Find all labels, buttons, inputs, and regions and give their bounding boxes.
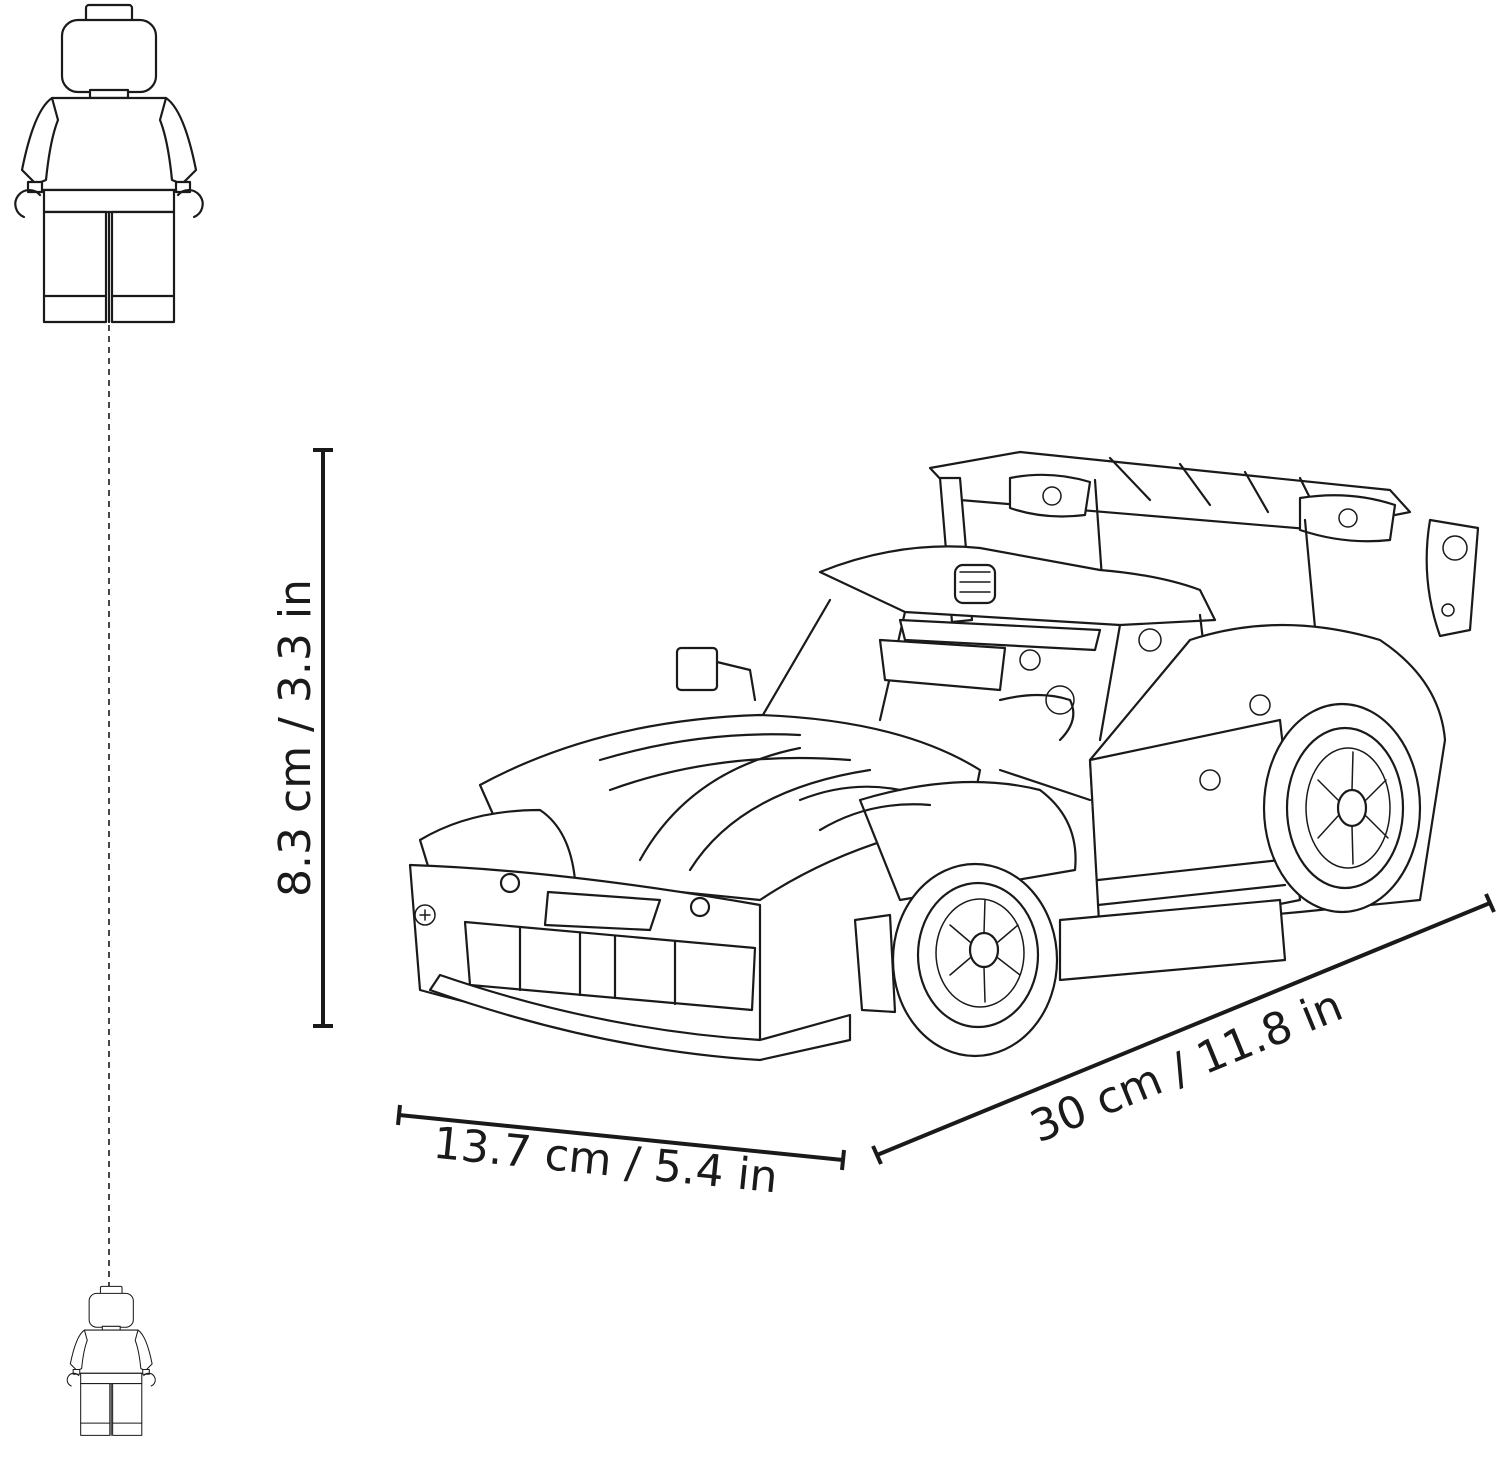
sports-car-model: [408, 450, 1480, 1062]
rear-wheel: [1262, 702, 1422, 914]
front-wheel: [891, 862, 1059, 1058]
interior-details: [798, 685, 1092, 832]
height-label: 8.3 cm / 3.3 in: [270, 579, 321, 897]
minifigure-large: [14, 3, 204, 324]
length-label: 30 cm / 11.8 in: [1023, 980, 1349, 1153]
roll-cage: [758, 545, 1226, 742]
height-dimension: 8.3 cm / 3.3 in: [270, 448, 333, 1028]
width-dimension: 13.7 cm / 5.4 in: [396, 1104, 846, 1204]
width-label: 13.7 cm / 5.4 in: [431, 1118, 780, 1204]
minifigure-small: [66, 1285, 156, 1436]
